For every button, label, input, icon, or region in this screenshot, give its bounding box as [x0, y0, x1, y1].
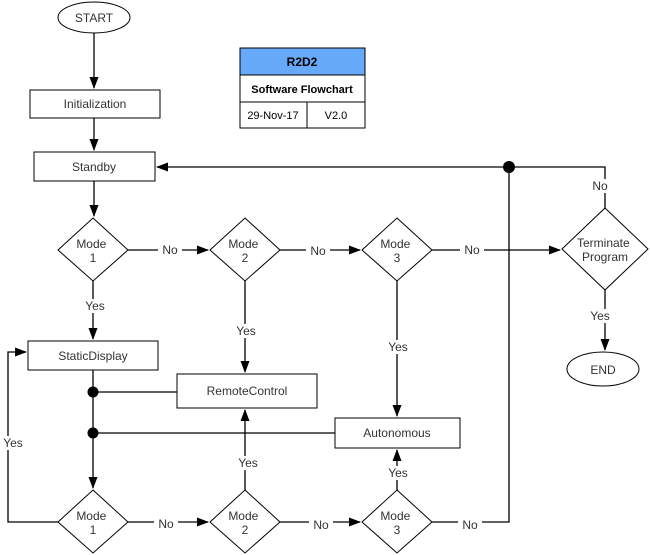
label-no-mode2b-mode3b: No	[309, 518, 333, 532]
label-no-mode1b-mode2b: No	[154, 517, 178, 531]
title-block-project: R2D2	[287, 55, 318, 69]
initialization-label: Initialization	[64, 97, 127, 111]
standby-label: Standby	[72, 160, 116, 174]
svg-text:Mode 1: Mode 1	[76, 237, 109, 265]
title-block: R2D2 Software Flowchart 29-Nov-17 V2.0	[239, 47, 366, 129]
node-mode3-top: Mode 3	[361, 217, 433, 282]
svg-text:Mode 1: Mode 1	[76, 509, 109, 537]
end-label: END	[590, 363, 616, 377]
static-display-label: StaticDisplay	[58, 349, 127, 363]
node-mode1-bottom: Mode 1	[57, 489, 129, 554]
edge-mode3b-no-return	[432, 167, 510, 523]
node-mode2-bottom: Mode 2	[209, 489, 281, 554]
mode1-top-num: 1	[90, 251, 97, 265]
mode3-bottom-num: 3	[394, 523, 401, 537]
svg-text:Yes: Yes	[236, 324, 256, 338]
svg-text:No: No	[310, 244, 326, 258]
edge-labels: No No No No Yes Yes Yes Yes	[0, 179, 614, 532]
edge-terminate-no-standby	[156, 162, 606, 208]
remote-control-label: RemoteControl	[207, 384, 288, 398]
title-block-date: 29-Nov-17	[247, 110, 298, 122]
svg-text:No: No	[464, 243, 480, 257]
svg-text:No: No	[162, 243, 178, 257]
title-block-subtitle: Software Flowchart	[251, 84, 353, 96]
svg-text:Mode 2: Mode 2	[228, 509, 261, 537]
svg-text:No: No	[592, 179, 608, 193]
label-yes-terminate-end: Yes	[587, 309, 614, 323]
junction-dot-remotecontrol	[87, 386, 99, 398]
junction-dot-top	[503, 161, 515, 173]
svg-text:Yes: Yes	[388, 466, 408, 480]
label-yes-mode2b-remotecontrol: Yes	[234, 456, 261, 470]
svg-text:Mode 3: Mode 3	[380, 237, 413, 265]
label-yes-mode2-remotecontrol: Yes	[233, 324, 260, 338]
start-label: START	[75, 11, 114, 25]
mode3-top-word: Mode	[380, 237, 410, 251]
svg-text:Yes: Yes	[590, 309, 610, 323]
node-mode2-top: Mode 2	[209, 217, 281, 282]
junction-dot-autonomous	[87, 427, 99, 439]
label-no-mode3-terminate: No	[460, 243, 484, 257]
label-yes-mode1-staticdisplay: Yes	[82, 299, 109, 313]
svg-text:No: No	[158, 517, 174, 531]
node-static-display: StaticDisplay	[27, 340, 159, 371]
svg-text:Yes: Yes	[3, 436, 23, 450]
label-no-mode3b-return: No	[458, 518, 482, 532]
nodes: START Initialization Standby Mode 1 Mode…	[27, 1, 649, 554]
svg-text:Terminate Program: Terminate Program	[577, 236, 633, 264]
node-standby: Standby	[33, 151, 156, 182]
node-autonomous: Autonomous	[334, 417, 461, 449]
node-terminate-program: Terminate Program	[561, 207, 649, 291]
node-start: START	[57, 1, 131, 34]
title-block-header	[239, 47, 366, 76]
mode2-top-word: Mode	[228, 237, 258, 251]
svg-text:Yes: Yes	[85, 299, 105, 313]
label-yes-mode3b-autonomous: Yes	[384, 466, 411, 480]
label-yes-mode3-autonomous: Yes	[385, 340, 412, 354]
label-no-mode1-mode2: No	[158, 243, 182, 257]
mode3-top-num: 3	[394, 251, 401, 265]
label-yes-mode1b-staticdisplay: Yes	[0, 436, 27, 450]
label-no-terminate-return: No	[588, 179, 612, 193]
autonomous-label: Autonomous	[363, 426, 430, 440]
mode1-bottom-word: Mode	[76, 509, 106, 523]
mode2-bottom-num: 2	[242, 523, 249, 537]
svg-text:Mode 3: Mode 3	[380, 509, 413, 537]
svg-text:No: No	[313, 518, 329, 532]
svg-text:No: No	[462, 518, 478, 532]
title-block-version: V2.0	[325, 110, 348, 122]
terminate-line1: Terminate	[577, 236, 630, 250]
node-end: END	[566, 351, 640, 387]
svg-text:Yes: Yes	[238, 456, 258, 470]
label-no-mode2-mode3: No	[306, 244, 330, 258]
node-initialization: Initialization	[29, 89, 161, 119]
node-remote-control: RemoteControl	[176, 373, 318, 409]
mode2-top-num: 2	[242, 251, 249, 265]
node-mode1-top: Mode 1	[57, 217, 129, 282]
terminate-line2: Program	[582, 250, 628, 264]
mode3-bottom-word: Mode	[380, 509, 410, 523]
mode2-bottom-word: Mode	[228, 509, 258, 523]
svg-text:Yes: Yes	[388, 340, 408, 354]
node-mode3-bottom: Mode 3	[361, 489, 433, 554]
mode1-bottom-num: 1	[90, 523, 97, 537]
mode1-top-word: Mode	[76, 237, 106, 251]
svg-text:Mode 2: Mode 2	[228, 237, 261, 265]
